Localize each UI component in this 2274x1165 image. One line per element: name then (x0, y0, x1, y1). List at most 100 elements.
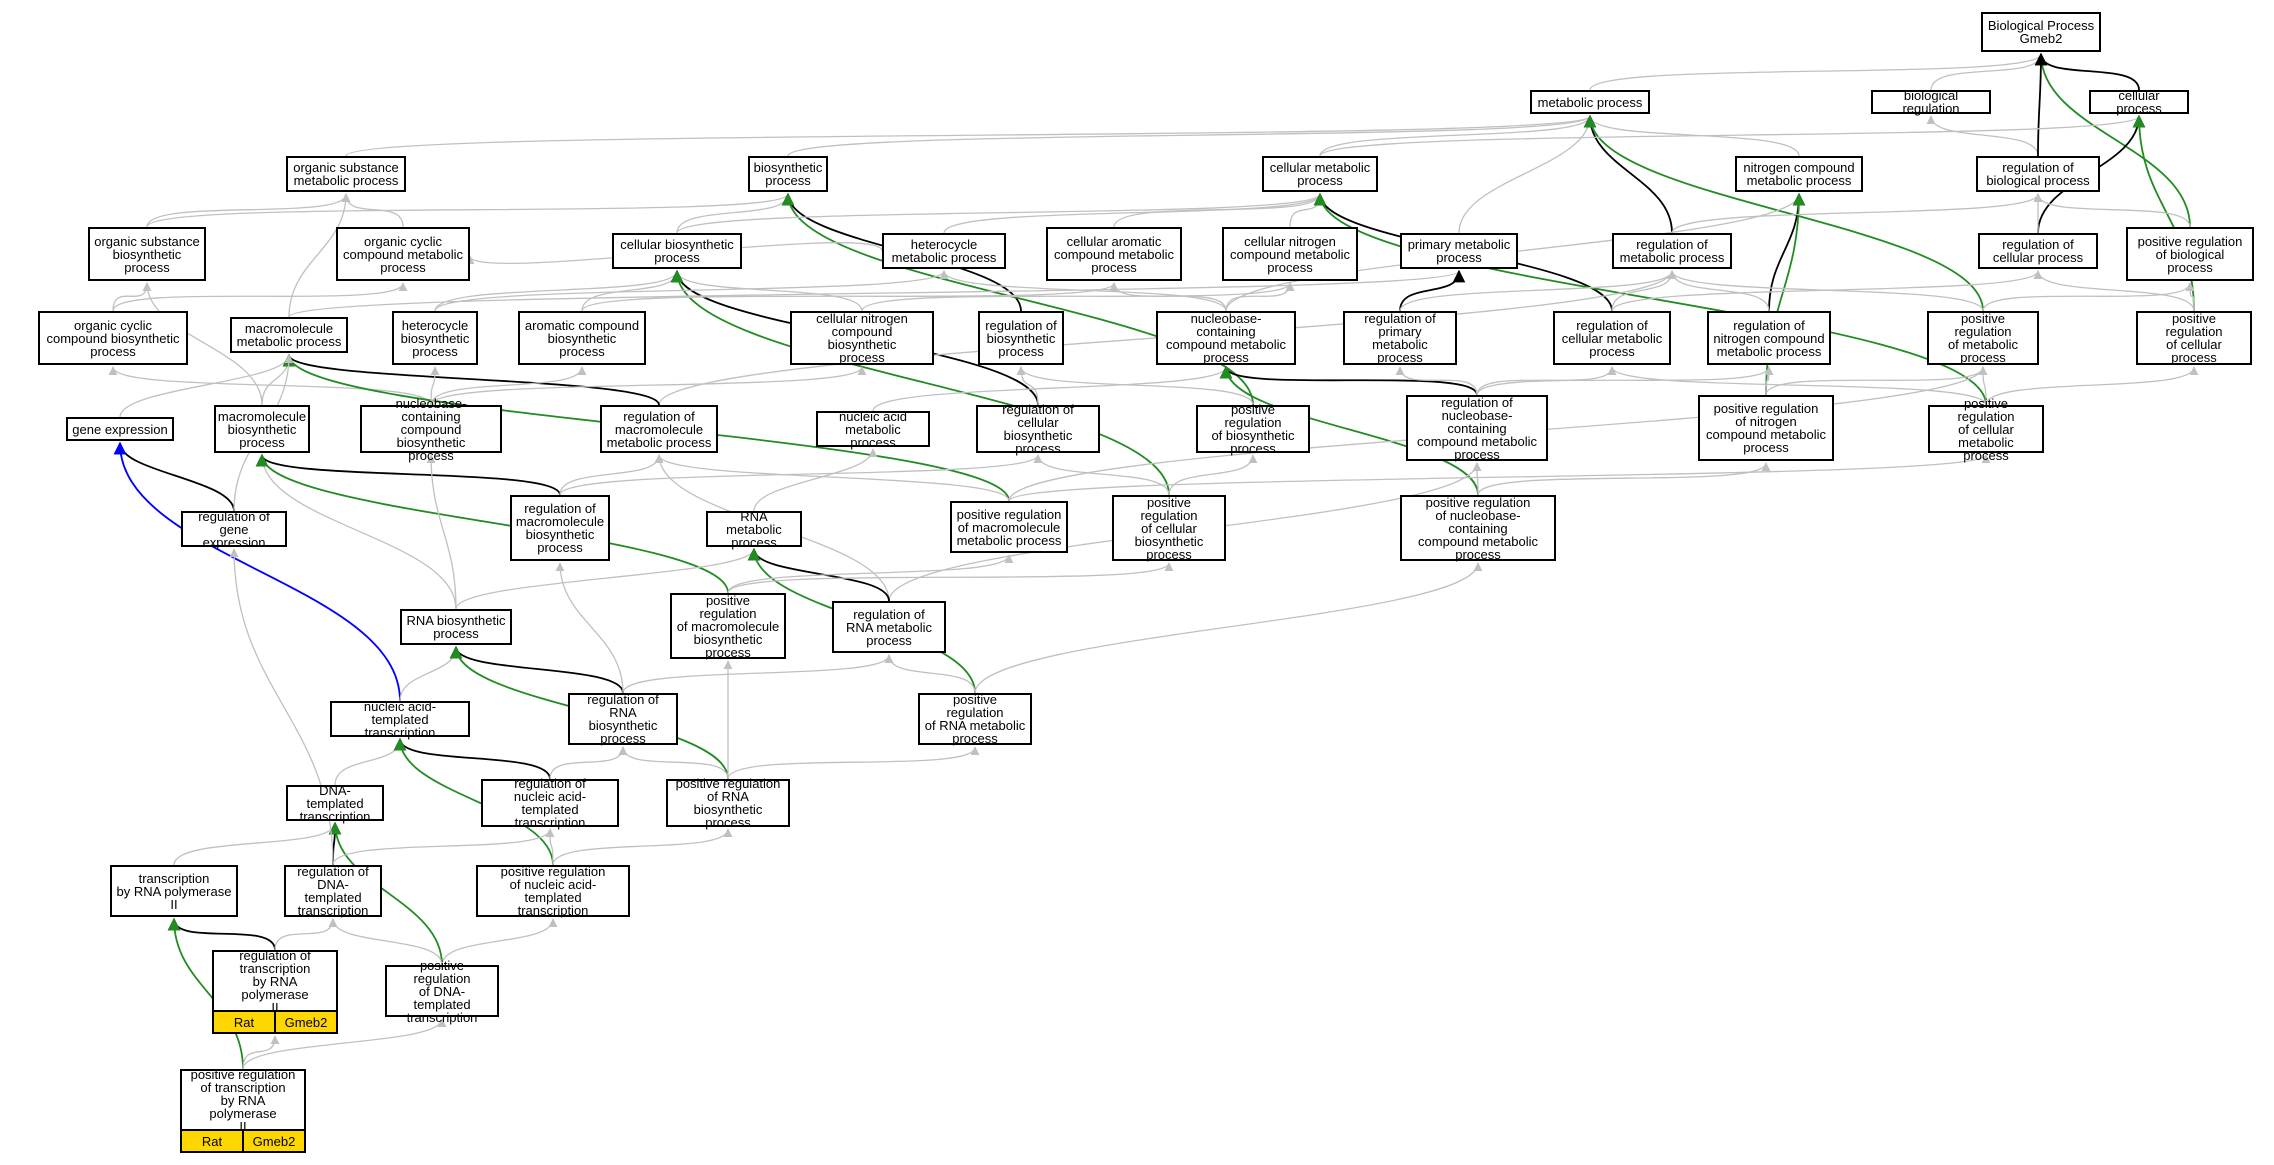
go-term-node-posregrnamet[interactable]: positive regulation of RNA metabolic pro… (918, 693, 1032, 745)
edge-primmet-to-metab (1458, 115, 1595, 234)
go-term-node-txpol2[interactable]: transcription by RNA polymerase II (110, 865, 238, 917)
edge-cellbio-to-biosyn (676, 193, 793, 234)
edge-hetmet-to-cellmet (943, 193, 1325, 234)
go-term-node-nucbasebio[interactable]: nucleobase-containing compound biosynthe… (360, 397, 502, 462)
edge-hetbio-to-hetmet (434, 270, 949, 312)
go-term-node-cellarom[interactable]: cellular aromatic compound metabolic pro… (1046, 227, 1182, 281)
edge-rnabio-to-nucbasebio (426, 454, 457, 610)
go-term-node-macrobio[interactable]: macromolecule biosynthetic process (214, 405, 310, 453)
go-term-node-biosyn[interactable]: biosynthetic process (748, 156, 828, 192)
edge-regrnabio-to-regrnamet (622, 654, 894, 694)
go-term-node-posregmacro[interactable]: positive regulation of macromolecule met… (950, 501, 1068, 553)
go-term-node-bioreg[interactable]: biological regulation (1871, 89, 1991, 115)
go-term-node-regmet[interactable]: regulation of metabolic process (1612, 233, 1732, 269)
go-term-node-rnabio[interactable]: RNA biosynthetic process (400, 609, 512, 645)
edge-cellnitbio-to-cellbio (672, 270, 863, 312)
go-term-node-regtxpol2[interactable]: regulation of transcription by RNA polym… (212, 949, 338, 1014)
go-term-node-regnit[interactable]: regulation of nitrogen compound metaboli… (1707, 311, 1831, 365)
go-term-node-posregnucbase[interactable]: positive regulation of nucleobase-contai… (1400, 495, 1556, 561)
go-term-node-cellproc[interactable]: cellular process (2089, 89, 2189, 115)
go-term-node-posregnit[interactable]: positive regulation of nitrogen compound… (1698, 395, 1834, 461)
go-term-node-posregcellmet[interactable]: positive regulation of cellular metaboli… (1928, 397, 2044, 462)
edge-posregmacro-to-regmacro (654, 454, 1010, 502)
edge-posregrnamet-to-posregnucbase (974, 562, 1483, 694)
go-term-node-nitcomp[interactable]: nitrogen compound metabolic process (1735, 156, 1863, 192)
go-term-node-regcell[interactable]: regulation of cellular process (1978, 233, 2098, 269)
go-term-node-hetbio[interactable]: heterocycle biosynthetic process (392, 311, 478, 365)
go-term-node-regrnamet[interactable]: regulation of RNA metabolic process (832, 601, 946, 653)
edge-regtxpol2-to-txpol2 (167, 917, 276, 951)
go-term-node-hetmet[interactable]: heterocycle metabolic process (882, 233, 1006, 269)
go-term-node-regbio[interactable]: regulation of biological process (1976, 156, 2100, 192)
edge-posregcellbio-to-posregbiosyn (1168, 454, 1258, 496)
go-term-node-cellnitbio[interactable]: cellular nitrogen compound biosynthetic … (790, 311, 934, 365)
go-term-node-posregtxpol2[interactable]: positive regulation of transcription by … (180, 1068, 306, 1133)
go-term-node-primmet[interactable]: primary metabolic process (1400, 233, 1518, 269)
edge-regmacro-to-macromet (282, 353, 660, 406)
edge-regrnabio-to-regmacrobio (555, 562, 624, 694)
edge-regmet-to-regbio (1671, 193, 2043, 234)
edge-geneexp-to-macromet (119, 354, 294, 418)
go-term-node-nucbasemet[interactable]: nucleobase-containing compound metabolic… (1156, 311, 1296, 365)
species-tag[interactable]: Rat (214, 1012, 274, 1032)
go-term-node-regnucbase[interactable]: regulation of nucleobase-containing comp… (1406, 395, 1548, 461)
go-term-node-cellnit[interactable]: cellular nitrogen compound metabolic pro… (1222, 227, 1358, 281)
go-term-node-orgcyc[interactable]: organic cyclic compound metabolic proces… (336, 227, 470, 281)
edge-cellbio-to-cellmet (676, 193, 1325, 234)
go-term-node-regmacrobio[interactable]: regulation of macromolecule biosynthetic… (510, 495, 610, 561)
go-term-node-geneexp[interactable]: gene expression (66, 417, 174, 441)
go-term-node-posregmacrobio[interactable]: positive regulation of macromolecule bio… (670, 593, 786, 659)
edge-nucbasebio-to-cellnitbio (430, 366, 867, 406)
edge-rnabio-to-macrobio (257, 454, 457, 610)
gene-tag[interactable]: Gmeb2 (274, 1012, 336, 1032)
go-term-node-bp[interactable]: Biological Process Gmeb2 (1981, 12, 2101, 52)
go-term-node-arombio[interactable]: aromatic compound biosynthetic process (518, 311, 646, 365)
edge-nucbasebio-to-hetbio (430, 366, 440, 406)
go-term-node-regdnatx[interactable]: regulation of DNA-templated transcriptio… (284, 865, 382, 917)
go-term-node-regnucacidtx[interactable]: regulation of nucleic acid-templated tra… (481, 777, 619, 829)
go-term-node-reggeneexp[interactable]: regulation of gene expression (181, 510, 287, 549)
edge-nucbasebio-to-arombio (430, 366, 587, 406)
go-term-node-dnatx[interactable]: DNA-templated transcription (286, 784, 384, 823)
go-term-node-orgsubbio[interactable]: organic substance biosynthetic process (88, 227, 206, 281)
go-term-node-regbiosyn[interactable]: regulation of biosynthetic process (978, 311, 1064, 365)
go-term-node-regprim[interactable]: regulation of primary metabolic process (1343, 311, 1457, 365)
go-term-node-posregrnabio[interactable]: positive regulation of RNA biosynthetic … (666, 777, 790, 829)
go-term-node-regcellbio[interactable]: regulation of cellular biosynthetic proc… (976, 403, 1100, 455)
species-tag[interactable]: Rat (182, 1131, 242, 1151)
go-term-node-posregmet[interactable]: positive regulation of metabolic process (1927, 311, 2039, 365)
go-term-node-macromet[interactable]: macromolecule metabolic process (230, 317, 348, 353)
edge-posregtxpol2-to-posregdnatx (242, 1018, 447, 1070)
edge-posregrnabio-to-posregrnamet (727, 746, 980, 780)
edge-regcellbio-to-regbiosyn (1016, 366, 1039, 406)
go-term-node-regrnabio[interactable]: regulation of RNA biosynthetic process (568, 693, 678, 745)
go-term-node-posregcell[interactable]: positive regulation of cellular process (2136, 311, 2252, 365)
go-term-node-posregnucacidtx[interactable]: positive regulation of nucleic acid-temp… (476, 865, 630, 917)
go-term-node-orgsub[interactable]: organic substance metabolic process (286, 156, 406, 192)
go-term-node-orgcycbio[interactable]: organic cyclic compound biosynthetic pro… (38, 311, 188, 365)
go-term-node-nucacidmet[interactable]: nucleic acid metabolic process (816, 410, 930, 449)
gene-tag[interactable]: Gmeb2 (242, 1131, 304, 1151)
go-term-node-posregbio[interactable]: positive regulation of biological proces… (2126, 227, 2254, 281)
go-term-node-regmacro[interactable]: regulation of macromolecule metabolic pr… (600, 405, 718, 453)
go-term-node-cellbio[interactable]: cellular biosynthetic process (612, 233, 742, 269)
edge-nucacidtx-to-geneexp (113, 441, 401, 702)
go-term-node-posregbiosyn[interactable]: positive regulation of biosynthetic proc… (1196, 403, 1310, 455)
go-term-node-nucacidtx[interactable]: nucleic acid-templated transcription (330, 700, 470, 739)
edge-reggeneexp-to-geneexp (113, 441, 235, 512)
go-term-node-posregcellbio[interactable]: positive regulation of cellular biosynth… (1112, 495, 1226, 561)
go-term-node-posregdnatx[interactable]: positive regulation of DNA-templated tra… (385, 959, 499, 1024)
go-term-node-regcellmet[interactable]: regulation of cellular metabolic process (1553, 311, 1671, 365)
edge-posregcellmet-to-posregcell (1985, 366, 2199, 406)
edge-orgsubbio-to-orgsub (146, 193, 351, 228)
edge-regrnabio-to-rnabio (449, 645, 624, 694)
edge-posregbio-to-bp (2034, 52, 2191, 228)
go-term-node-rnamet[interactable]: RNA metabolic process (706, 510, 802, 549)
edge-posregcell-to-regcell (2033, 270, 2195, 312)
go-term-node-cellmet[interactable]: cellular metabolic process (1262, 156, 1378, 192)
go-term-node-metab[interactable]: metabolic process (1530, 90, 1650, 114)
